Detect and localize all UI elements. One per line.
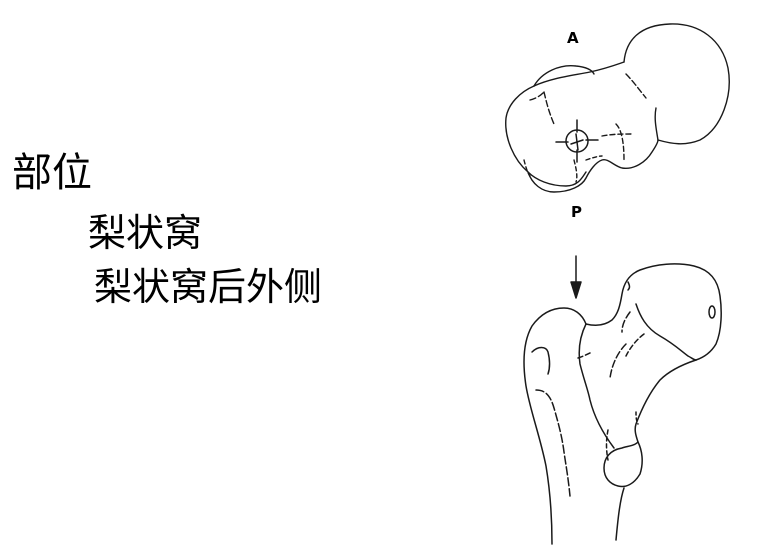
location-item-posterolateral-piriformis-fossa: 梨状窝后外侧 — [94, 265, 323, 309]
femur-superior-view-figure — [490, 0, 774, 240]
location-item-piriformis-fossa: 梨状窝 — [88, 211, 203, 255]
crosshair-target-icon — [555, 119, 599, 163]
anterior-label: A — [567, 29, 579, 47]
femur-anterior-view-figure — [490, 240, 774, 552]
posterior-label: P — [571, 203, 582, 221]
section-heading: 部位 — [12, 150, 92, 196]
down-arrow-icon — [570, 255, 582, 299]
